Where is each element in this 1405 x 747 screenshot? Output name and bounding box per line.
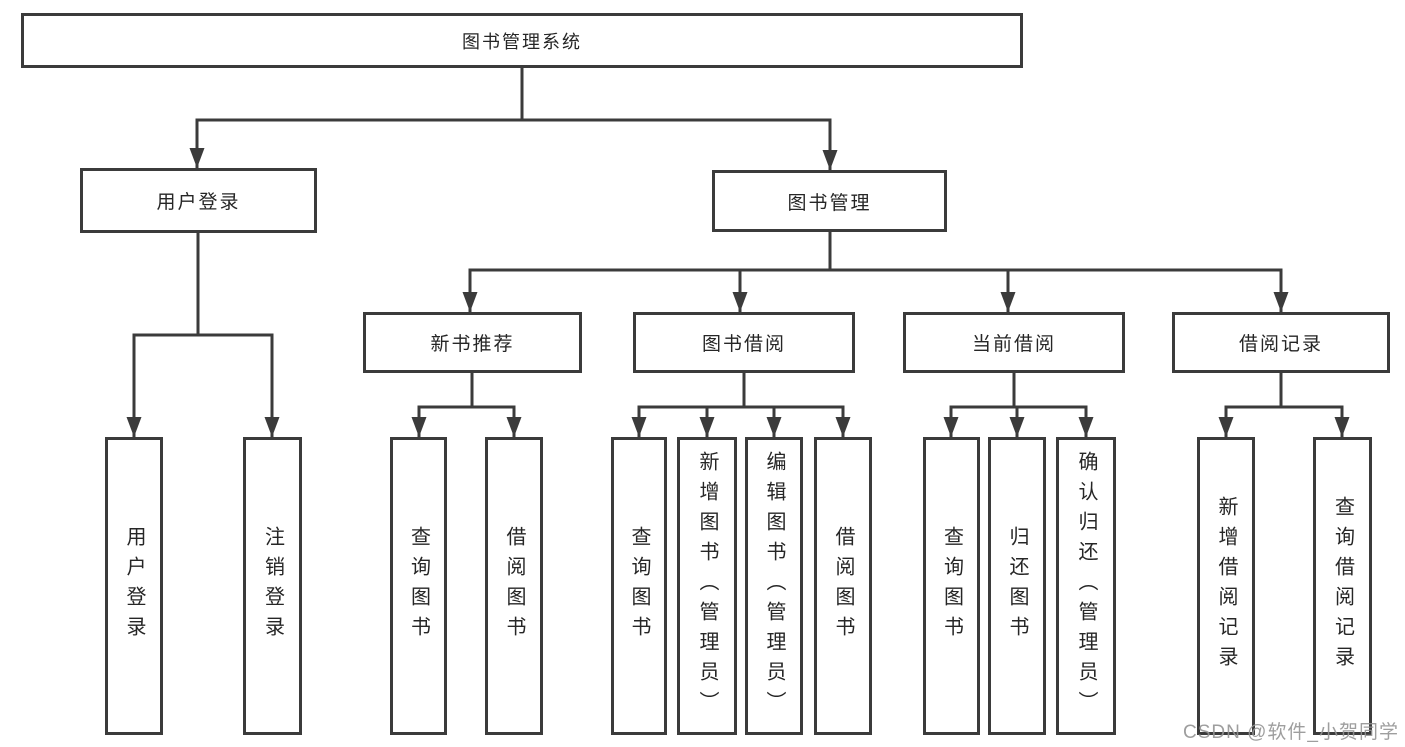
- leaf-query-books: 查询图书: [923, 437, 980, 735]
- node-label: 查询图书: [940, 526, 963, 646]
- leaf-confirm-return-admin: 确认归还（管理员）: [1056, 437, 1116, 735]
- node-label: 图书借阅: [701, 334, 786, 355]
- node-label: 查询借阅记录: [1331, 496, 1354, 676]
- node-label: 图书管理系统: [462, 31, 582, 52]
- leaf-query-books: 查询图书: [390, 437, 447, 735]
- node-label: 查询图书: [407, 526, 430, 646]
- node-label: 借阅图书: [503, 526, 525, 646]
- node-user-login: 用户登录: [80, 168, 317, 233]
- node-label: 新增借阅记录: [1215, 496, 1237, 676]
- node-book-borrowing: 图书借阅: [633, 312, 855, 373]
- node-label: 查询图书: [628, 526, 650, 646]
- node-label: 图书管理: [787, 192, 872, 214]
- node-label: 编辑图书（管理员）: [763, 451, 785, 721]
- leaf-edit-books-admin: 编辑图书（管理员）: [745, 437, 803, 735]
- leaf-add-borrow-record: 新增借阅记录: [1197, 437, 1255, 735]
- leaf-logout: 注销登录: [243, 437, 302, 735]
- node-label: 新书推荐: [430, 334, 515, 355]
- leaf-add-books-admin: 新增图书（管理员）: [677, 437, 737, 735]
- node-label: 确认归还（管理员）: [1075, 451, 1097, 721]
- node-label: 注销登录: [261, 526, 284, 646]
- node-label: 归还图书: [1006, 526, 1028, 646]
- node-label: 新增图书（管理员）: [696, 451, 718, 721]
- node-label: 借阅图书: [832, 526, 854, 646]
- node-current-borrowing: 当前借阅: [903, 312, 1125, 373]
- node-book-management: 图书管理: [712, 170, 947, 232]
- node-library-management-system: 图书管理系统: [21, 13, 1023, 68]
- node-borrowing-records: 借阅记录: [1172, 312, 1390, 373]
- node-label: 用户登录: [123, 526, 145, 646]
- leaf-query-books: 查询图书: [611, 437, 667, 735]
- leaf-user-login: 用户登录: [105, 437, 163, 735]
- node-label: 当前借阅: [971, 334, 1056, 355]
- leaf-return-books: 归还图书: [988, 437, 1046, 735]
- leaf-query-borrow-record: 查询借阅记录: [1313, 437, 1372, 735]
- leaf-borrow-books: 借阅图书: [485, 437, 543, 735]
- leaf-borrow-books: 借阅图书: [814, 437, 872, 735]
- node-label: 借阅记录: [1238, 334, 1323, 355]
- node-new-book-recommendation: 新书推荐: [363, 312, 582, 373]
- node-label: 用户登录: [156, 192, 241, 213]
- csdn-watermark: CSDN @软件_小贺同学: [1183, 722, 1399, 743]
